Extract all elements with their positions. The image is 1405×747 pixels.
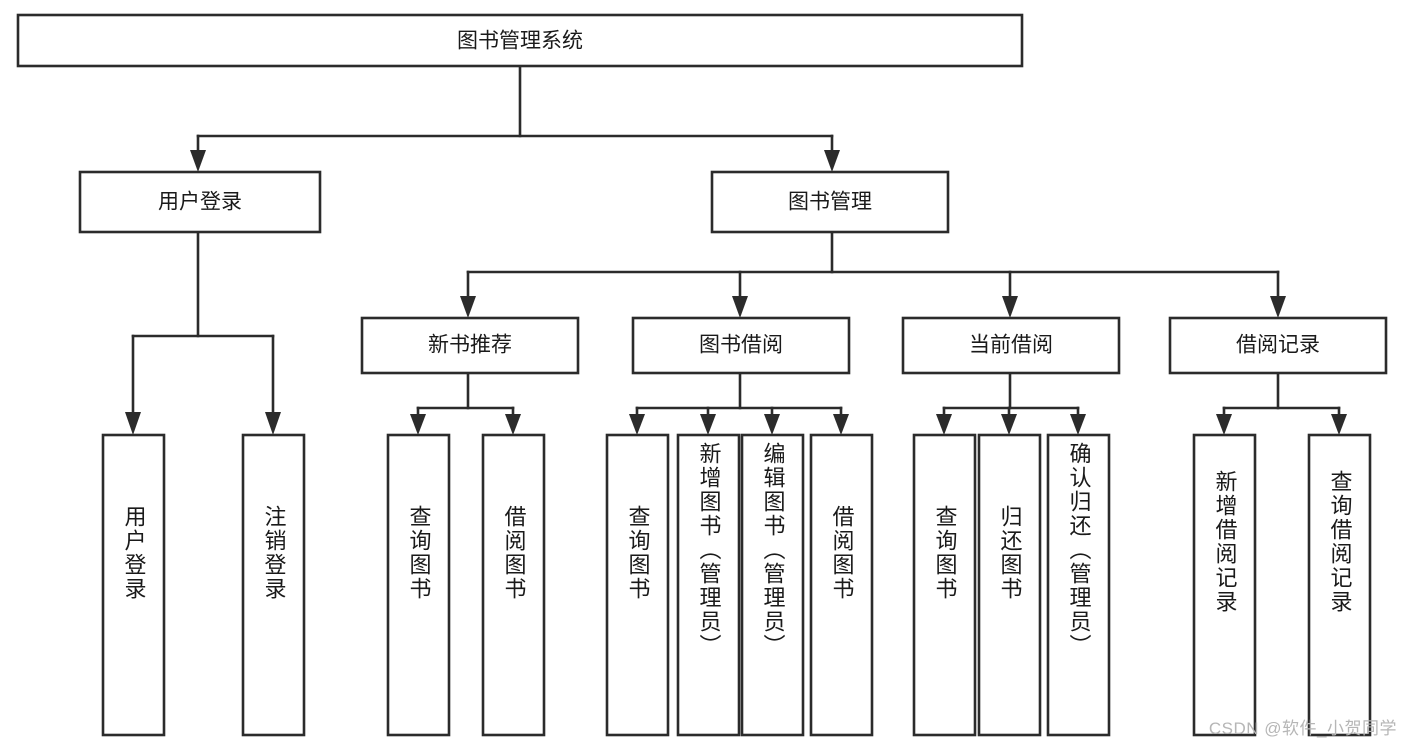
arrow-head-leaf-query-book-3 (936, 414, 952, 435)
arrow-head-leaf-query-book-1 (410, 414, 426, 435)
node-label-new-book-recommend: 新书推荐 (428, 334, 512, 357)
node-label-borrow-record: 借阅记录 (1236, 334, 1320, 357)
arrow-head-current-borrow (1002, 296, 1018, 318)
arrow-head-leaf-confirm-return (1070, 414, 1086, 435)
arrow-head-leaf-borrow-book-1 (505, 414, 521, 435)
arrow-head-new-book-recommend (460, 296, 476, 318)
arrow-head-leaf-edit-book (764, 414, 780, 435)
node-borrow-record[interactable]: 借阅记录 (1168, 316, 1388, 375)
arrow-head-leaf-add-record (1216, 414, 1232, 435)
leaf-box-user-login[interactable] (101, 433, 166, 737)
leaf-box-query-book-1[interactable] (386, 433, 451, 737)
leaf-box-logout[interactable] (241, 433, 306, 737)
leaf-box-query-book-2[interactable] (605, 433, 670, 737)
leaf-box-return-book[interactable] (977, 433, 1042, 737)
leaf-box-add-book[interactable] (676, 433, 741, 737)
arrow-head-leaf-user-login (125, 412, 141, 435)
node-box-book-manage[interactable] (710, 170, 950, 234)
node-box-new-book-recommend[interactable] (360, 316, 580, 375)
node-root[interactable]: 图书管理系统 (16, 13, 1024, 68)
leaf-boxes-new-book-recommend (386, 433, 546, 737)
node-label-root: 图书管理系统 (457, 30, 583, 53)
arrow-head-leaf-query-record (1331, 414, 1347, 435)
leaf-boxes-borrow-record (1192, 433, 1372, 737)
arrow-head-leaf-logout (265, 412, 281, 435)
node-box-root[interactable] (16, 13, 1024, 68)
node-box-book-borrow[interactable] (631, 316, 851, 375)
node-current-borrow[interactable]: 当前借阅 (901, 316, 1121, 375)
leaf-box-add-record[interactable] (1192, 433, 1257, 737)
csdn-watermark: CSDN @软件_小贺同学 (1208, 719, 1397, 738)
leaf-boxes-book-borrow (605, 433, 874, 737)
connectors-book-borrow-children (629, 371, 849, 435)
arrow-head-user-login (190, 150, 206, 172)
node-book-manage[interactable]: 图书管理 (710, 170, 950, 234)
node-box-user-login[interactable] (78, 170, 322, 234)
arrow-head-leaf-borrow-book-2 (833, 414, 849, 435)
node-label-user-login: 用户登录 (158, 191, 242, 214)
arrow-head-leaf-return-book (1001, 414, 1017, 435)
connectors-user-login-children (125, 230, 281, 435)
connectors-book-manage-children (460, 230, 1286, 318)
connectors-new-book-children (410, 371, 521, 435)
node-label-current-borrow: 当前借阅 (969, 334, 1053, 357)
node-label-book-borrow: 图书借阅 (699, 334, 783, 357)
leaf-box-query-record[interactable] (1307, 433, 1372, 737)
connectors-borrow-record-children (1216, 371, 1347, 435)
arrow-head-borrow-record (1270, 296, 1286, 318)
node-user-login[interactable]: 用户登录 (78, 170, 322, 234)
leaf-boxes-user-login (101, 433, 306, 737)
leaf-box-confirm-return[interactable] (1046, 433, 1111, 737)
connectors-root-level2 (190, 64, 840, 172)
leaf-box-edit-book[interactable] (740, 433, 805, 737)
arrow-head-leaf-add-book (700, 414, 716, 435)
node-book-borrow[interactable]: 图书借阅 (631, 316, 851, 375)
node-new-book-recommend[interactable]: 新书推荐 (360, 316, 580, 375)
node-label-book-manage: 图书管理 (788, 191, 872, 214)
node-box-current-borrow[interactable] (901, 316, 1121, 375)
leaf-box-query-book-3[interactable] (912, 433, 977, 737)
node-box-borrow-record[interactable] (1168, 316, 1388, 375)
arrow-head-book-borrow (732, 296, 748, 318)
leaf-boxes-current-borrow (912, 433, 1111, 737)
arrow-head-book-manage (824, 150, 840, 172)
leaf-box-borrow-book-2[interactable] (809, 433, 874, 737)
leaf-box-borrow-book-1[interactable] (481, 433, 546, 737)
arrow-head-leaf-query-book-2 (629, 414, 645, 435)
connectors-current-borrow-children (936, 371, 1086, 435)
